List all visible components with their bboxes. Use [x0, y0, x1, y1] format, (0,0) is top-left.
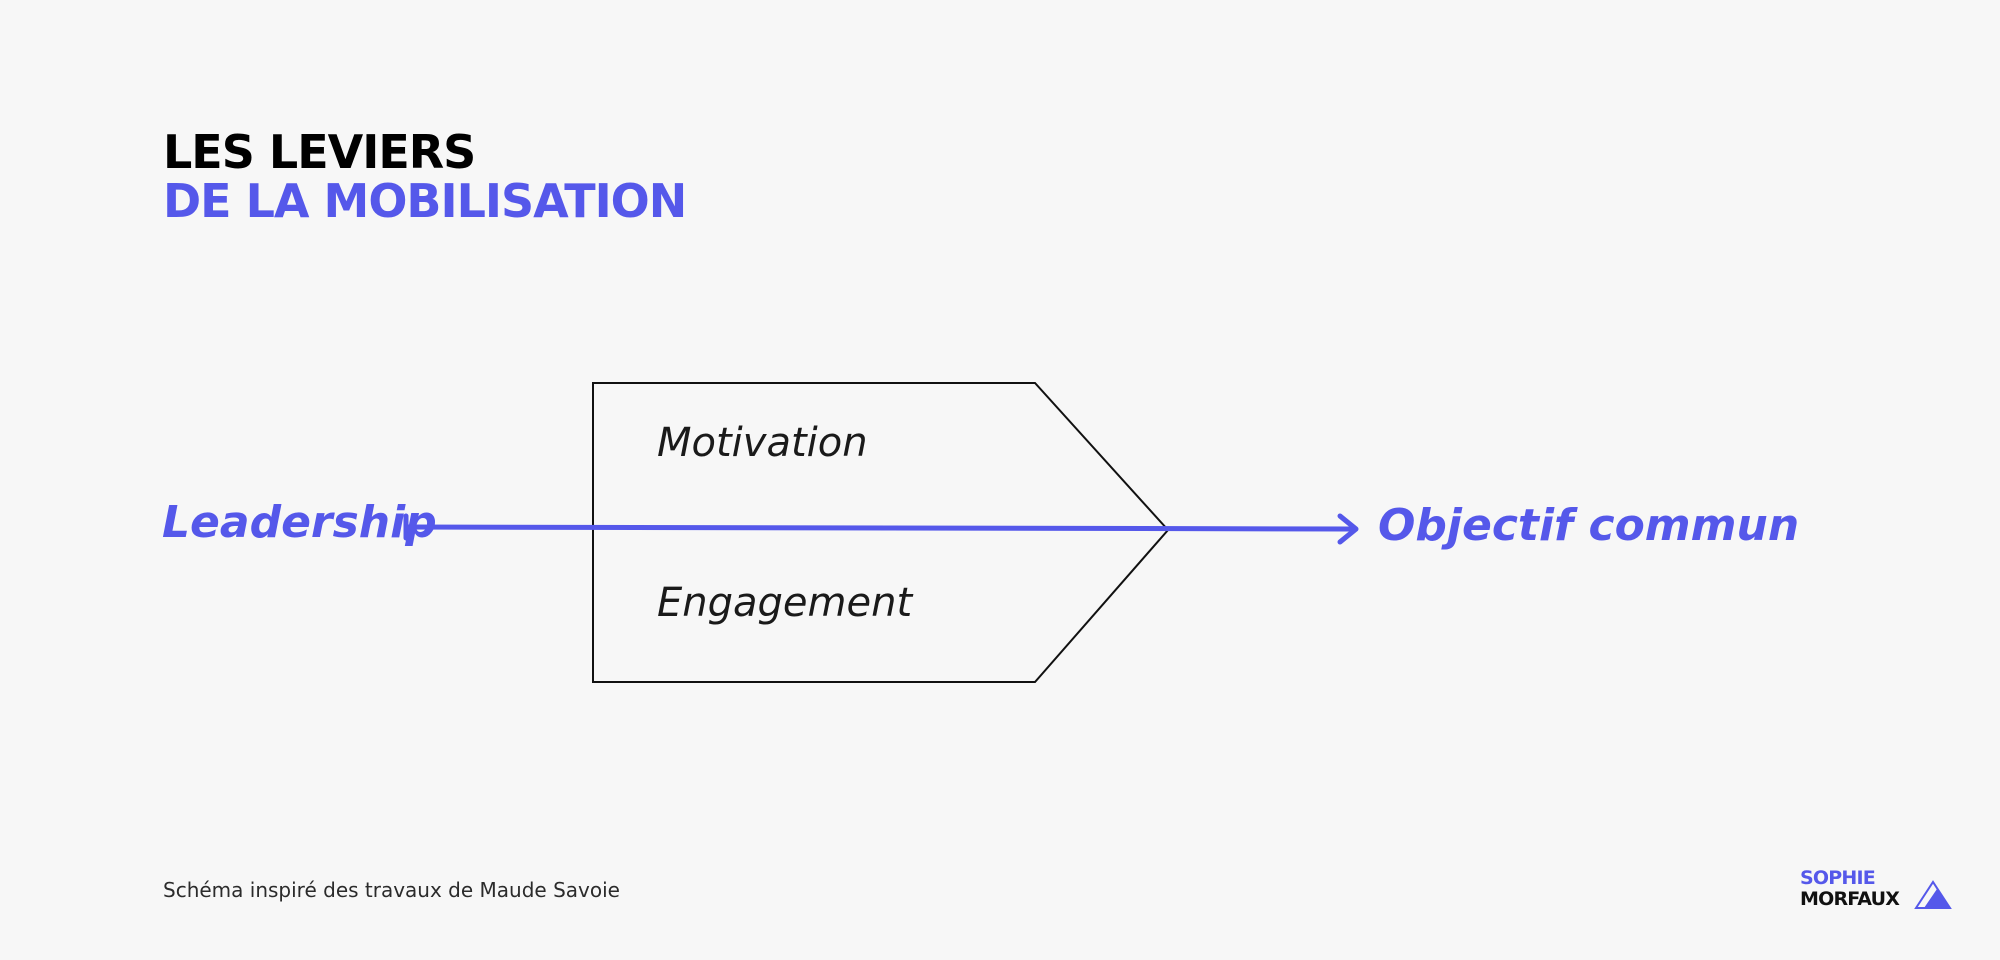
title-line-1: LES LEVIERS — [163, 125, 476, 179]
mountain-icon — [1914, 880, 1952, 909]
source-caption: Schéma inspiré des travaux de Maude Savo… — [163, 878, 620, 902]
page-title: LES LEVIERS DE LA MOBILISATION — [163, 125, 687, 228]
logo-wordmark: SOPHIE MORFAUX — [1800, 867, 1900, 910]
brand-logo: SOPHIE MORFAUX — [1800, 868, 1960, 912]
logo-line-1: SOPHIE — [1800, 867, 1876, 889]
left-label-leadership: Leadership — [162, 497, 437, 548]
arrow-head — [1337, 513, 1359, 545]
right-label-objectif: Objectif commun — [1378, 500, 1799, 551]
main-arrow-line — [403, 524, 1355, 532]
logo-line-2: MORFAUX — [1800, 888, 1900, 910]
box-label-motivation: Motivation — [657, 420, 868, 466]
title-line-2: DE LA MOBILISATION — [163, 173, 687, 228]
box-label-engagement: Engagement — [657, 580, 913, 626]
lever-box — [592, 382, 1170, 683]
